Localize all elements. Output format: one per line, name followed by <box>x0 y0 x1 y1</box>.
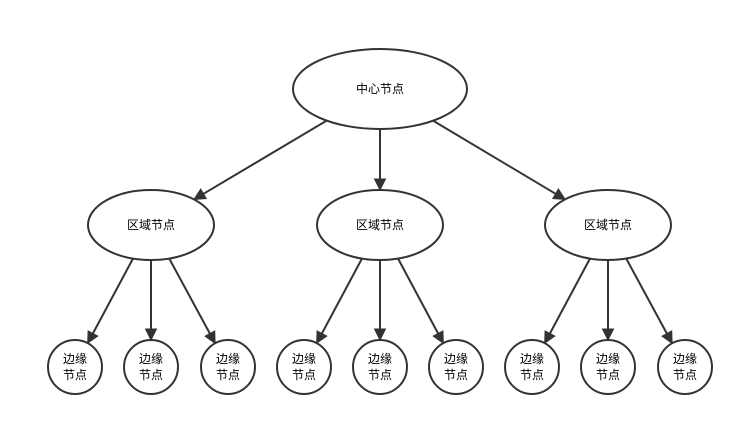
edge-region-1-to-leaf-1-arrowhead <box>87 330 99 345</box>
edge-node-1-2-label-line2: 节点 <box>139 368 163 382</box>
edge-region-1-to-leaf-1-line <box>92 258 134 334</box>
center-node: 中心节点 <box>292 48 468 130</box>
center-node-label: 中心节点 <box>356 81 404 96</box>
edge-region-3-to-leaf-3-arrowhead <box>661 330 673 345</box>
edge-node-1-1-shape <box>47 339 103 395</box>
edge-center-to-region-3-arrowhead <box>551 188 567 200</box>
edge-node-2-1-label-line1: 边缘 <box>292 352 316 366</box>
edge-node-1-3-label-line1: 边缘 <box>216 352 240 366</box>
region-node-2: 区域节点 <box>316 189 444 261</box>
edge-node-3-1-label-line1: 边缘 <box>520 352 544 366</box>
edge-node-3-2-label-line2: 节点 <box>596 368 620 382</box>
region-node-3-shape <box>544 189 672 261</box>
edge-node-2-2-label-line2: 节点 <box>368 368 392 382</box>
edge-node-2-3-label-line1: 边缘 <box>444 352 468 366</box>
edge-region-1-to-leaf-2-arrowhead <box>144 328 158 342</box>
edge-node-1-1-label-line1: 边缘 <box>63 352 87 366</box>
region-node-1-label: 区域节点 <box>127 218 175 232</box>
region-node-1-shape <box>87 189 215 261</box>
edge-region-2-to-leaf-3-arrowhead <box>432 330 444 345</box>
edge-region-3-to-leaf-2-arrowhead <box>601 328 615 342</box>
edge-region-1-to-leaf-3-line <box>168 258 211 335</box>
edge-node-2-2-shape <box>352 339 408 395</box>
edge-region-2-to-leaf-1-arrowhead <box>316 330 328 345</box>
region-node-2-label: 区域节点 <box>356 218 404 232</box>
edge-center-to-region-3-line <box>432 119 557 195</box>
edge-node-1-3-label-line2: 节点 <box>216 368 240 382</box>
edge-node-1-3-shape <box>200 339 256 395</box>
edge-center-to-region-1-arrowhead <box>193 188 208 200</box>
edge-node-1-2-shape <box>123 339 179 395</box>
edge-region-3-to-leaf-1-line <box>549 258 591 334</box>
edge-region-3-to-leaf-3-line <box>625 258 668 335</box>
edge-region-2-to-leaf-2-arrowhead <box>373 328 387 342</box>
edge-node-3-2-label-line1: 边缘 <box>596 352 620 366</box>
edge-region-1-to-leaf-3-arrowhead <box>204 330 216 345</box>
edge-node-1-2-label-line1: 边缘 <box>139 352 163 366</box>
edge-node-2-1-label-line2: 节点 <box>292 368 316 382</box>
edge-node-1-1-label-line2: 节点 <box>63 368 87 382</box>
edge-node-2-2-label-line1: 边缘 <box>368 352 392 366</box>
edge-region-3-to-leaf-1-arrowhead <box>544 330 556 345</box>
edge-node-2-1-shape <box>276 339 332 395</box>
edge-region-2-to-leaf-1-line <box>321 258 363 334</box>
edge-center-to-region-2-arrowhead <box>373 178 387 192</box>
edge-node-3-3-label-line2: 节点 <box>673 368 697 382</box>
edge-node-3-1-label-line2: 节点 <box>520 368 544 382</box>
region-node-3-label: 区域节点 <box>584 218 632 232</box>
edge-center-to-region-1-line <box>202 119 328 195</box>
edge-node-2-3-shape <box>428 339 484 395</box>
edge-node-2-3-label-line2: 节点 <box>444 368 468 382</box>
edge-region-2-to-leaf-3-line <box>397 258 439 334</box>
edge-node-3-3-shape <box>657 339 713 395</box>
edge-node-3-3-label-line1: 边缘 <box>673 352 697 366</box>
edges-layer <box>87 119 673 345</box>
edge-node-3-2-shape <box>580 339 636 395</box>
center-node-shape <box>292 48 468 130</box>
edge-node-3-1-shape <box>504 339 560 395</box>
region-node-2-shape <box>316 189 444 261</box>
region-node-1: 区域节点 <box>87 189 215 261</box>
region-node-3: 区域节点 <box>544 189 672 261</box>
nodes-layer: 中心节点区域节点边缘节点边缘节点边缘节点区域节点边缘节点边缘节点边缘节点区域节点… <box>47 48 713 395</box>
